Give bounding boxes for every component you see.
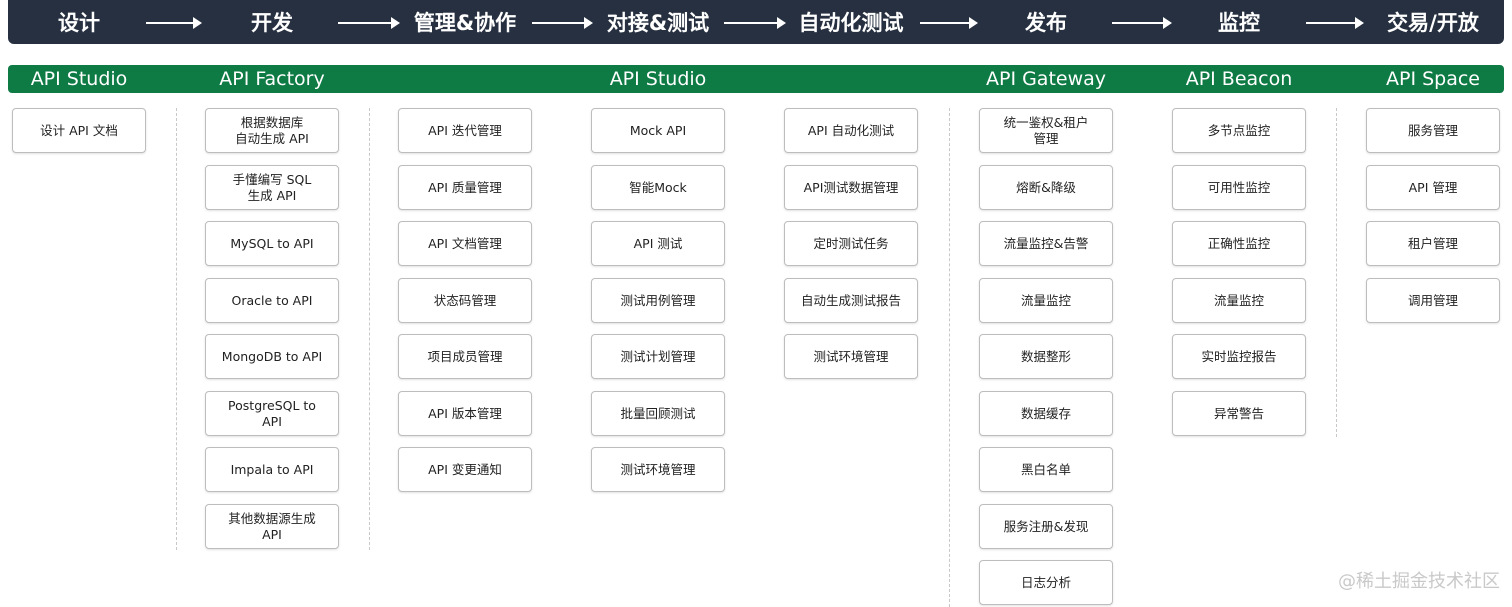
feature-card: 服务管理 xyxy=(1366,108,1500,153)
feature-card: 流量监控 xyxy=(979,278,1113,323)
feature-card: API测试数据管理 xyxy=(784,165,918,210)
stage-title: 交易/开放 xyxy=(1387,11,1479,35)
product-bar xyxy=(8,65,1504,93)
feature-card: 批量回顾测试 xyxy=(591,391,725,436)
arrow-right-icon xyxy=(920,17,978,29)
feature-card: MongoDB to API xyxy=(205,334,339,379)
feature-card: 根据数据库自动生成 API xyxy=(205,108,339,153)
feature-card: API 文档管理 xyxy=(398,221,532,266)
stage-title: 设计 xyxy=(58,11,100,35)
product-label: API Beacon xyxy=(1185,68,1293,90)
feature-card: 实时监控报告 xyxy=(1172,334,1306,379)
feature-card: API 质量管理 xyxy=(398,165,532,210)
feature-card: 数据缓存 xyxy=(979,391,1113,436)
stage-title: 开发 xyxy=(251,11,293,35)
arrow-right-icon xyxy=(338,17,400,29)
feature-card: 熔断&降级 xyxy=(979,165,1113,210)
stage-title: 发布 xyxy=(1025,11,1067,35)
feature-card: 智能Mock xyxy=(591,165,725,210)
feature-card: API 变更通知 xyxy=(398,447,532,492)
feature-card: Impala to API xyxy=(205,447,339,492)
product-label: API Studio xyxy=(609,68,707,90)
watermark: @稀土掘金技术社区 xyxy=(1338,571,1500,592)
arrow-right-icon xyxy=(1112,17,1172,29)
feature-card: API 迭代管理 xyxy=(398,108,532,153)
feature-card: 自动生成测试报告 xyxy=(784,278,918,323)
stage-title: 监控 xyxy=(1218,11,1260,35)
feature-card: 测试计划管理 xyxy=(591,334,725,379)
feature-card: 租户管理 xyxy=(1366,221,1500,266)
feature-card: API 测试 xyxy=(591,221,725,266)
feature-card: API 自动化测试 xyxy=(784,108,918,153)
column-divider xyxy=(176,108,177,550)
product-label: API Factory xyxy=(219,68,325,90)
feature-card: API 管理 xyxy=(1366,165,1500,210)
feature-card: 异常警告 xyxy=(1172,391,1306,436)
arrow-right-icon xyxy=(146,17,202,29)
arrow-right-icon xyxy=(724,17,786,29)
feature-card: 测试用例管理 xyxy=(591,278,725,323)
stage-title: 管理&协作 xyxy=(413,11,517,35)
feature-card: 设计 API 文档 xyxy=(12,108,146,153)
feature-card: 测试环境管理 xyxy=(784,334,918,379)
feature-card: 状态码管理 xyxy=(398,278,532,323)
arrow-right-icon xyxy=(532,17,593,29)
feature-card: 调用管理 xyxy=(1366,278,1500,323)
feature-card: Oracle to API xyxy=(205,278,339,323)
feature-card: MySQL to API xyxy=(205,221,339,266)
feature-card: 数据整形 xyxy=(979,334,1113,379)
product-label: API Gateway xyxy=(985,68,1107,90)
arrow-right-icon xyxy=(1306,17,1364,29)
feature-card: 服务注册&发现 xyxy=(979,504,1113,549)
feature-card: 统一鉴权&租户管理 xyxy=(979,108,1113,153)
feature-card: 日志分析 xyxy=(979,560,1113,605)
column-divider xyxy=(369,108,370,550)
feature-card: Mock API xyxy=(591,108,725,153)
feature-card: 定时测试任务 xyxy=(784,221,918,266)
feature-card: 流量监控&告警 xyxy=(979,221,1113,266)
stage-title: 对接&测试 xyxy=(606,11,710,35)
feature-card: 多节点监控 xyxy=(1172,108,1306,153)
feature-card: 黑白名单 xyxy=(979,447,1113,492)
column-divider xyxy=(949,108,950,607)
feature-card: API 版本管理 xyxy=(398,391,532,436)
product-label: API Studio xyxy=(30,68,128,90)
stage-title: 自动化测试 xyxy=(798,11,904,35)
feature-card: 流量监控 xyxy=(1172,278,1306,323)
feature-card: 项目成员管理 xyxy=(398,334,532,379)
feature-card: 测试环境管理 xyxy=(591,447,725,492)
feature-card: 正确性监控 xyxy=(1172,221,1306,266)
product-label: API Space xyxy=(1386,68,1480,90)
feature-card: 可用性监控 xyxy=(1172,165,1306,210)
column-divider xyxy=(1336,108,1337,437)
